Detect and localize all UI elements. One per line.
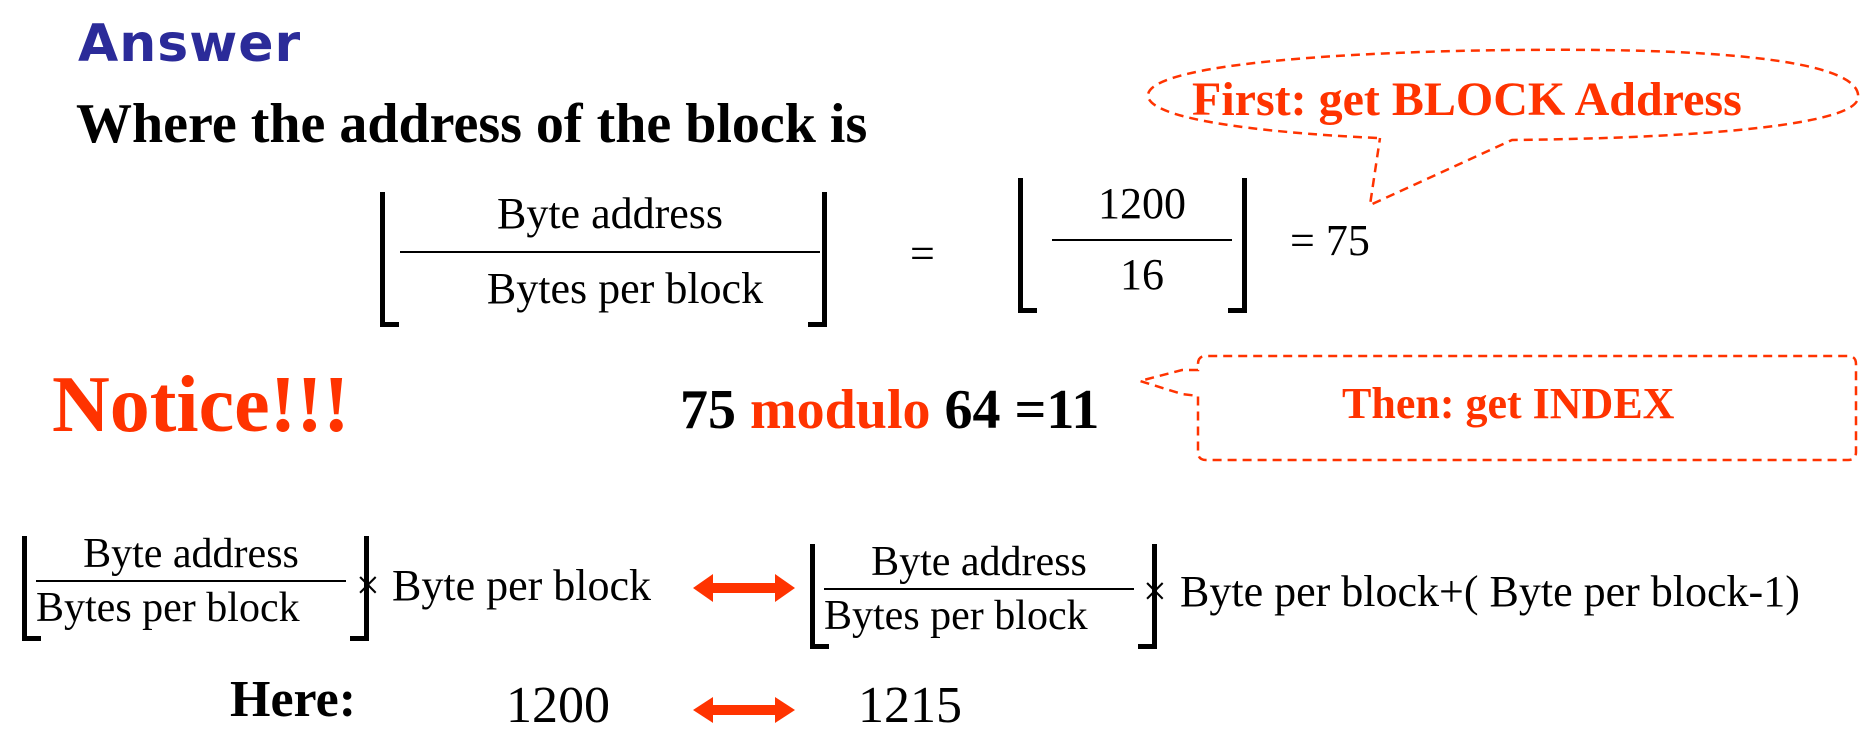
fraction-denominator: 16 [1120,250,1164,299]
block-address-values: 1200 16 [1018,178,1268,316]
notice-label: Notice!!! [52,361,350,449]
fraction-numerator: Byte address [871,539,1087,585]
double-arrow-icon [693,574,795,602]
block-address-result: = 75 [1290,216,1370,265]
times-sign: × [356,563,380,609]
example-label: Here: [230,671,357,728]
example-end-address: 1215 [858,677,962,734]
floor-bracket-right [350,536,369,641]
times-sign: × [1143,569,1167,615]
fraction-numerator: Byte address [496,189,724,238]
double-arrow-icon [693,697,795,723]
callout-then-text: Then: get INDEX [1342,379,1675,428]
floor-bracket-left [1018,178,1037,313]
slide-title: Answer [78,14,302,74]
fraction-denominator: Bytes per block [486,264,764,313]
floor-bracket-right [1138,544,1157,649]
modulo-operator: modulo [750,379,931,441]
modulo-expression: 75 modulo 64 =11 [680,378,1099,442]
slide-subtitle: Where the address of the block is [76,93,868,155]
floor-bracket-left [380,192,399,327]
range-formula-left-suffix: Byte per block [392,561,652,610]
callout-first-bubble [1146,48,1860,208]
floor-bracket-right [808,192,827,327]
fraction-bar [400,251,820,253]
range-formula-right-fraction: Byte address Bytes per block [810,538,1157,649]
fraction-numerator: Byte address [83,531,299,577]
modulo-right: 64 =11 [944,379,1100,441]
callout-then-bubble [1135,354,1858,462]
fraction-bar [824,588,1134,590]
callout-first-text: First: get BLOCK Address [1192,73,1742,126]
modulo-left: 75 [680,379,736,441]
floor-bracket-left [22,536,41,641]
example-start-address: 1200 [506,677,610,734]
fraction-bar [36,580,346,582]
range-formula-left-fraction: Byte address Bytes per block [22,530,369,641]
floor-bracket-right [1228,178,1247,313]
fraction-bar [1052,239,1232,241]
range-formula-right-suffix: Byte per block+( Byte per block-1) [1180,567,1800,616]
fraction-denominator: Bytes per block [36,585,300,631]
equals-sign: = [910,229,935,278]
fraction-denominator: Bytes per block [824,593,1088,639]
fraction-numerator: 1200 [1098,179,1186,228]
floor-bracket-left [810,544,829,649]
block-address-formula: Byte address Bytes per block [380,180,860,330]
